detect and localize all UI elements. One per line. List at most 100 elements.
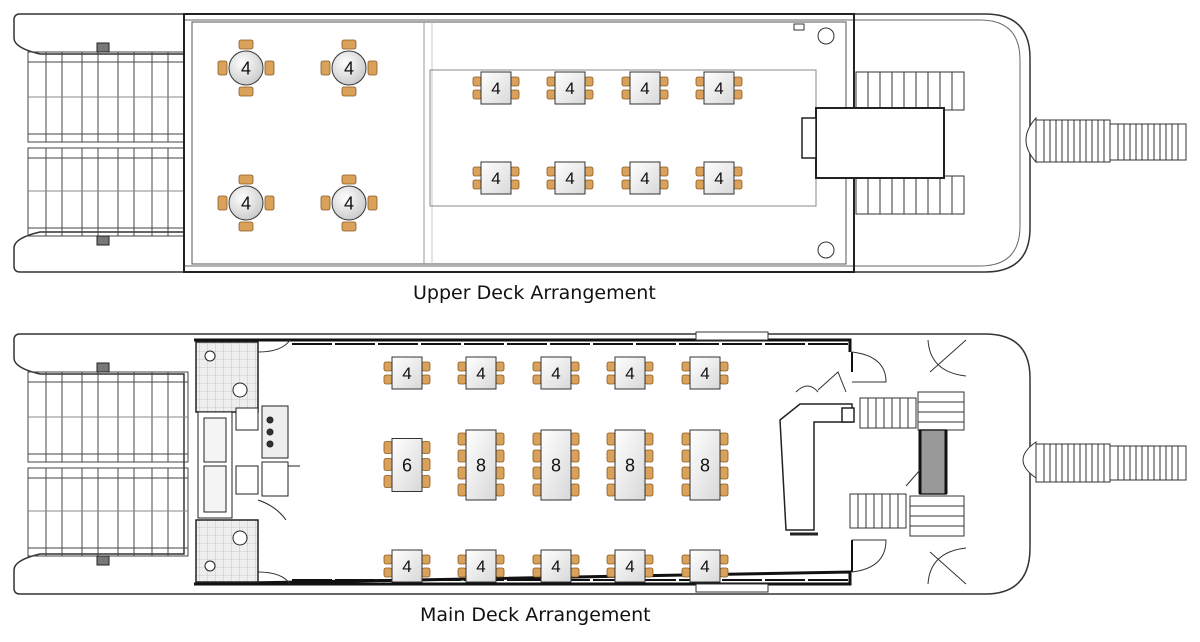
chair-icon (510, 179, 520, 190)
chair-icon (532, 361, 542, 372)
square-table: 4 (695, 161, 743, 195)
chair-icon (367, 60, 378, 76)
sink-icon (204, 560, 216, 572)
chair-icon (570, 466, 580, 480)
chair-icon (681, 466, 691, 480)
chair-icon (644, 432, 654, 446)
chair-icon (733, 166, 743, 177)
chair-icon (606, 567, 616, 578)
chair-icon (681, 374, 691, 385)
table-seat-count: 6 (402, 455, 412, 475)
square-table-top (480, 71, 512, 105)
chair-icon (532, 567, 542, 578)
round-table: 4 (320, 174, 378, 232)
chair-icon (681, 567, 691, 578)
chair-icon (644, 554, 654, 565)
chair-icon (546, 166, 556, 177)
chair-icon (238, 39, 254, 50)
square-table-top (689, 356, 721, 390)
square-table-top (629, 71, 661, 105)
chair-icon (532, 449, 542, 463)
restroom-top (195, 341, 259, 413)
upper-hull-outline (13, 13, 1031, 273)
square-table: 4 (546, 71, 594, 105)
main-cabin-walls (193, 338, 852, 586)
chair-icon (421, 441, 431, 454)
chair-icon (570, 567, 580, 578)
chair-icon (659, 76, 669, 87)
square-table-top (614, 356, 646, 390)
chair-icon (606, 483, 616, 497)
chair-icon (719, 483, 729, 497)
chair-icon (644, 466, 654, 480)
chair-icon (421, 458, 431, 471)
square-table-top (391, 356, 423, 390)
square-table: 4 (532, 356, 580, 390)
chair-icon (584, 89, 594, 100)
chair-icon (695, 89, 705, 100)
table-seat-count: 4 (625, 557, 634, 576)
square-table-top (554, 71, 586, 105)
chair-icon (421, 374, 431, 385)
long-table-top (465, 429, 497, 501)
chair-icon (383, 374, 393, 385)
chair-icon (383, 441, 393, 454)
upper-stairs-bottom (855, 175, 965, 215)
chair-icon (606, 361, 616, 372)
square-table: 4 (681, 549, 729, 583)
square-table: 4 (621, 161, 669, 195)
round-table-top (331, 185, 367, 221)
chair-icon (238, 86, 254, 97)
chair-icon (238, 174, 254, 185)
square-table: 4 (606, 549, 654, 583)
chair-icon (719, 449, 729, 463)
chair-icon (570, 374, 580, 385)
table-seat-count: 4 (402, 364, 411, 383)
chair-icon (532, 374, 542, 385)
cleat-icon (96, 235, 110, 246)
square-table: 4 (457, 549, 505, 583)
table-seat-count: 8 (551, 455, 561, 475)
long-table-top (391, 438, 423, 492)
round-table-top (228, 50, 264, 86)
chair-icon (621, 89, 631, 100)
table-seat-count: 8 (476, 455, 486, 475)
long-table: 8 (457, 429, 505, 501)
table-seat-count: 4 (625, 364, 634, 383)
chair-icon (570, 361, 580, 372)
square-table: 4 (472, 161, 520, 195)
table-seat-count: 4 (640, 79, 649, 98)
chair-icon (570, 432, 580, 446)
chair-icon (510, 76, 520, 87)
long-table: 8 (606, 429, 654, 501)
square-table: 4 (383, 549, 431, 583)
chair-icon (238, 221, 254, 232)
chair-icon (695, 179, 705, 190)
chair-icon (719, 554, 729, 565)
chair-icon (341, 86, 357, 97)
upper-stairs-top (855, 71, 965, 111)
square-table-top (391, 549, 423, 583)
chair-icon (472, 179, 482, 190)
chair-icon (644, 567, 654, 578)
toilet-icon (232, 382, 248, 398)
long-table-top (689, 429, 721, 501)
chair-icon (570, 554, 580, 565)
chair-icon (341, 39, 357, 50)
chair-icon (510, 166, 520, 177)
equipment-cabinet (919, 429, 947, 495)
chair-icon (621, 179, 631, 190)
long-table-top (614, 429, 646, 501)
chair-icon (495, 449, 505, 463)
square-table-top (540, 356, 572, 390)
square-table-top (554, 161, 586, 195)
long-table: 8 (532, 429, 580, 501)
chair-icon (383, 475, 393, 488)
chair-icon (421, 567, 431, 578)
square-table: 4 (383, 356, 431, 390)
chair-icon (457, 361, 467, 372)
table-seat-count: 4 (402, 557, 411, 576)
